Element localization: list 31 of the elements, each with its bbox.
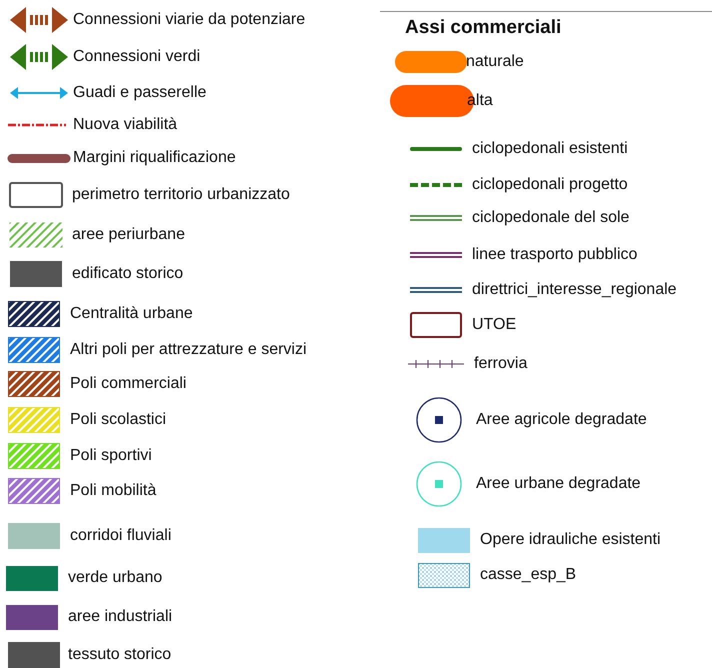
legend-label: perimetro territorio urbanizzato (72, 185, 290, 205)
legend-label: Aree agricole degradate (476, 410, 647, 430)
legend-label: edificato storico (72, 264, 184, 284)
legend-label: ciclopedonali esistenti (472, 139, 628, 159)
legend-label: Poli scolastici (70, 410, 166, 430)
legend-label: tessuto storico (68, 645, 172, 665)
legend-label: Connessioni viarie da potenziare (73, 10, 306, 30)
legend-label: Centralità urbane (70, 304, 193, 324)
legend-label: direttrici_interesse_regionale (472, 280, 677, 300)
legend-label: ciclopedonali progetto (472, 175, 628, 195)
legend-label: Aree urbane degradate (476, 474, 641, 494)
legend-label: Altri poli per attrezzature e servizi (70, 340, 307, 360)
legend-label: UTOE (472, 315, 516, 335)
legend-label: Poli commerciali (70, 374, 186, 394)
legend-label: linee trasporto pubblico (472, 245, 638, 265)
legend-label: Margini riqualificazione (73, 148, 236, 168)
legend-label: aree industriali (68, 607, 172, 627)
legend-label: verde urbano (68, 568, 162, 588)
legend-label: naturale (466, 52, 524, 72)
legend-label: Nuova viabilità (73, 115, 178, 135)
legend-label: corridoi fluviali (70, 526, 172, 546)
legend-label: Opere idrauliche esistenti (480, 530, 661, 550)
legend-label: Poli sportivi (70, 446, 152, 466)
legend-label: ciclopedonale del sole (472, 208, 630, 228)
legend-label: Guadi e passerelle (73, 83, 206, 103)
legend-heading: Assi commerciali (405, 17, 562, 39)
legend-label: aree periurbane (72, 225, 185, 245)
legend-label: Poli mobilità (70, 481, 156, 501)
legend-label: casse_esp_B (480, 565, 576, 585)
legend-label: Connessioni verdi (73, 47, 200, 67)
legend-label: ferrovia (474, 354, 528, 374)
